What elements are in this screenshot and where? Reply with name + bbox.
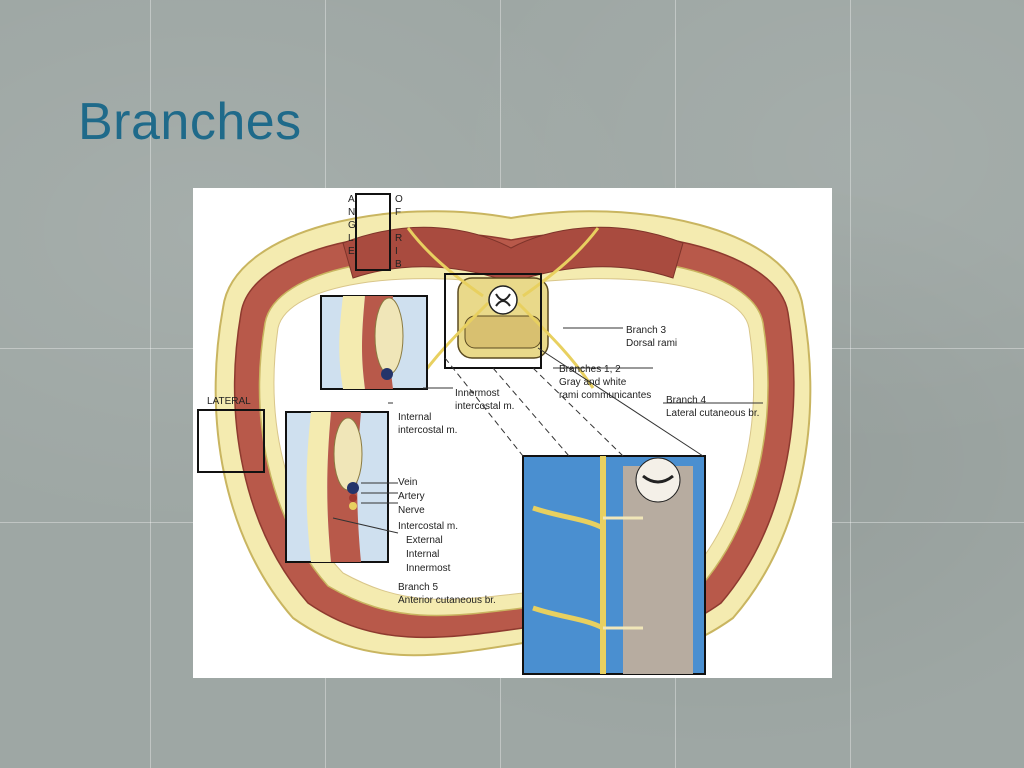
branch5-label: Branch 5: [398, 582, 438, 593]
inset-angle: [320, 295, 428, 390]
branch3-label: Branch 3: [626, 325, 666, 336]
internal-intercostal-label: intercostal m.: [398, 425, 457, 436]
rib-letter: F: [395, 207, 401, 218]
rib-letter: R: [395, 233, 402, 244]
back-muscles: [342, 226, 684, 284]
artery-label: Artery: [398, 491, 425, 502]
lateral-cut-label: Lateral cutaneous br.: [666, 408, 759, 419]
innermost-m-label: Innermost: [406, 563, 451, 574]
innermost-intercostal-label: intercostal m.: [455, 401, 514, 412]
grid-line: [150, 0, 151, 768]
grid-line: [850, 0, 851, 768]
angle-letter: N: [348, 207, 355, 218]
angle-box: [355, 193, 391, 271]
rib-letter: I: [395, 246, 398, 257]
nerve-label: Nerve: [398, 505, 425, 516]
internal-m-label: Internal: [406, 549, 439, 560]
branches12-label: Branches 1, 2: [559, 364, 621, 375]
lateral-box: [197, 409, 265, 473]
intercostal-m-label: Intercostal m.: [398, 521, 458, 532]
angle-letter: E: [348, 246, 355, 257]
inset-spinal-detail: [522, 455, 706, 675]
slide-title: Branches: [78, 93, 302, 151]
anatomy-figure: A N G L E O F R I B LATERAL Branch 3 Dor…: [193, 188, 832, 678]
vertebral-centrum: [464, 315, 542, 349]
angle-letter: L: [348, 233, 354, 244]
internal-label: Internal: [398, 412, 431, 423]
lateral-label: LATERAL: [207, 396, 251, 407]
gray-white-label: Gray and white: [559, 377, 627, 388]
intercostal-nerve-diagram: A N G L E O F R I B LATERAL Branch 3 Dor…: [197, 193, 812, 675]
angle-letter: G: [348, 220, 356, 231]
innermost-label: Innermost: [455, 388, 500, 399]
dorsal-rami-label: Dorsal rami: [626, 338, 677, 349]
angle-letter: A: [348, 194, 355, 205]
external-label: External: [406, 535, 443, 546]
rami-comm-label: rami communicantes: [559, 390, 651, 401]
rib-letter: B: [395, 259, 402, 270]
branch4-label: Branch 4: [666, 395, 706, 406]
anterior-cut-label: Anterior cutaneous br.: [398, 595, 496, 606]
inset-lateral: [285, 411, 389, 563]
rib-letter: O: [395, 194, 403, 205]
vein-label: Vein: [398, 477, 417, 488]
